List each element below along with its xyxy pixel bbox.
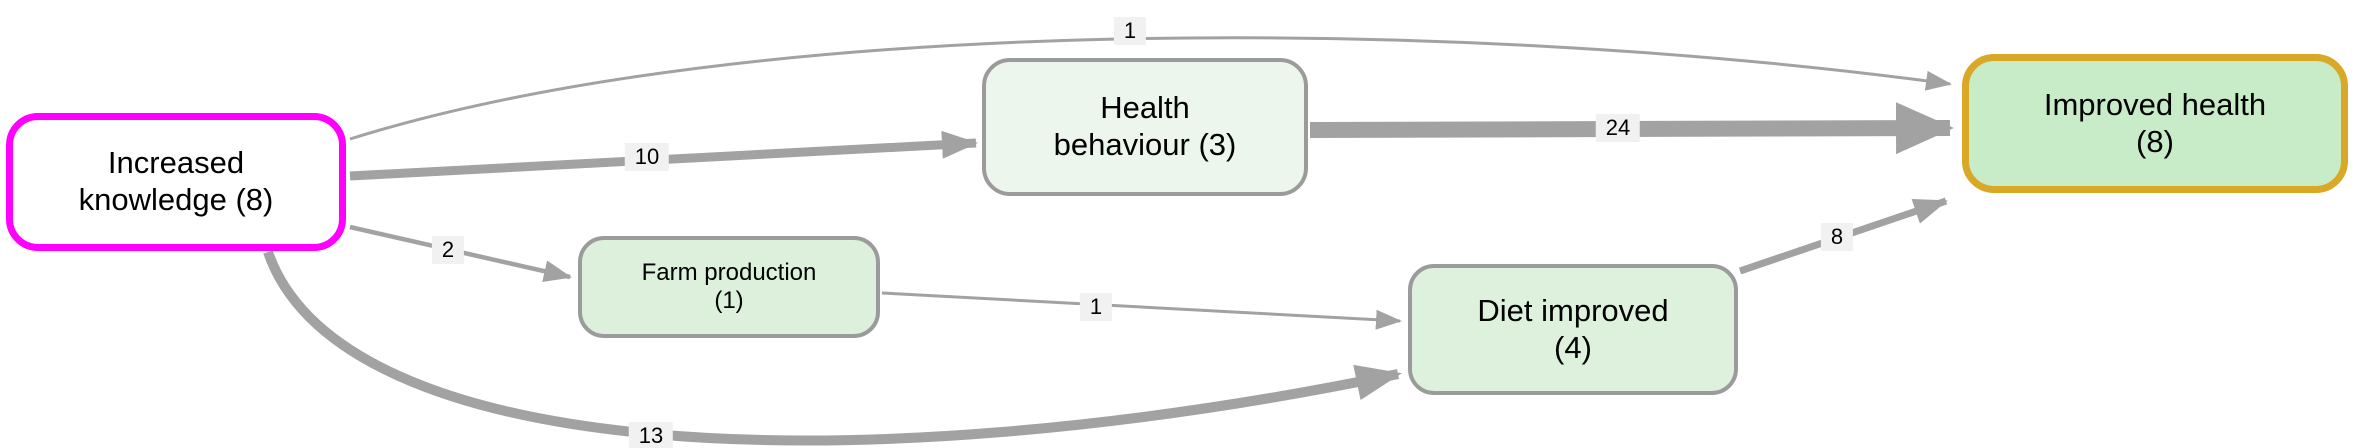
edge-weight-increased-knowledge-farm-production: 2 (431, 236, 465, 264)
node-increased-knowledge[interactable]: Increased knowledge (8) (6, 113, 346, 251)
edge-weight-increased-knowledge-improved-health: 1 (1113, 17, 1147, 45)
node-improved-health[interactable]: Improved health (8) (1962, 54, 2348, 193)
edge-weight-increased-knowledge-health-behaviour: 10 (624, 143, 670, 171)
node-label: Increased knowledge (8) (78, 145, 274, 217)
edge-increased-knowledge-to-improved-health[interactable] (349, 36, 1952, 141)
node-label: Health behaviour (3) (1053, 90, 1237, 162)
node-label: Farm production (1) (641, 258, 817, 314)
edge-weight-diet-improved-improved-health: 8 (1820, 223, 1854, 251)
edge-weight-farm-production-diet-improved: 1 (1079, 293, 1113, 321)
node-diet-improved[interactable]: Diet improved (4) (1408, 264, 1738, 395)
node-label: Diet improved (4) (1477, 292, 1669, 365)
node-farm-production[interactable]: Farm production (1) (578, 236, 880, 338)
edge-farm-production-to-diet-improved[interactable] (881, 291, 1402, 330)
node-label: Improved health (8) (2043, 86, 2267, 159)
edge-weight-health-behaviour-improved-health: 24 (1595, 114, 1641, 142)
node-health-behaviour[interactable]: Health behaviour (3) (982, 58, 1308, 196)
edge-weight-increased-knowledge-diet-improved: 13 (628, 422, 674, 448)
